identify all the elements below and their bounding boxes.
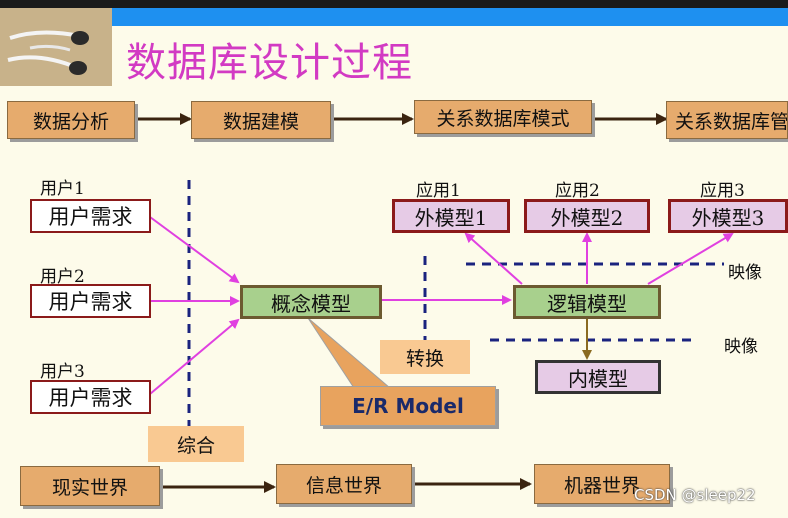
app-label: 应用2 bbox=[555, 181, 600, 201]
external-model-box: 外模型3 bbox=[668, 199, 788, 233]
mapping-label: 映像 bbox=[724, 337, 758, 357]
flow-box-data-analysis: 数据分析 bbox=[7, 101, 135, 139]
logical-model-box: 逻辑模型 bbox=[513, 285, 661, 319]
flow-box-rdbms: 关系数据库管 bbox=[666, 101, 788, 139]
user-label: 用户2 bbox=[40, 267, 85, 287]
user-label: 用户1 bbox=[40, 179, 85, 199]
watermark: CSDN @sleep22 bbox=[634, 486, 756, 504]
internal-model-box: 内模型 bbox=[535, 360, 661, 394]
flow-box-real-world: 现实世界 bbox=[20, 466, 160, 506]
arrow bbox=[464, 232, 523, 285]
page-title: 数据库设计过程 bbox=[126, 40, 413, 86]
callout-pointer bbox=[307, 317, 392, 389]
external-model-box: 外模型2 bbox=[524, 199, 650, 233]
top-blue-bar bbox=[112, 8, 788, 26]
user-requirement-box: 用户需求 bbox=[30, 380, 151, 414]
arrow bbox=[149, 318, 240, 395]
flow-box-information-world: 信息世界 bbox=[276, 464, 412, 504]
flow-box-data-modeling: 数据建模 bbox=[191, 101, 331, 139]
user-requirement-box: 用户需求 bbox=[30, 284, 151, 318]
mapping-label: 映像 bbox=[728, 263, 762, 283]
transform-tag: 转换 bbox=[380, 340, 470, 374]
user-requirement-box: 用户需求 bbox=[30, 199, 151, 233]
er-model-callout: E/R Model bbox=[320, 386, 496, 426]
logo-image bbox=[0, 8, 112, 86]
conceptual-model-box: 概念模型 bbox=[240, 285, 382, 319]
arrow bbox=[647, 232, 734, 285]
top-black-bar bbox=[0, 0, 788, 8]
arrow bbox=[149, 216, 240, 284]
app-label: 应用3 bbox=[700, 181, 745, 201]
flow-box-relational-schema: 关系数据库模式 bbox=[414, 100, 592, 134]
synthesis-tag: 综合 bbox=[148, 426, 244, 462]
flow-box-machine-world: 机器世界 bbox=[534, 464, 670, 504]
external-model-box: 外模型1 bbox=[392, 199, 510, 233]
app-label: 应用1 bbox=[416, 181, 461, 201]
user-label: 用户3 bbox=[40, 362, 85, 382]
